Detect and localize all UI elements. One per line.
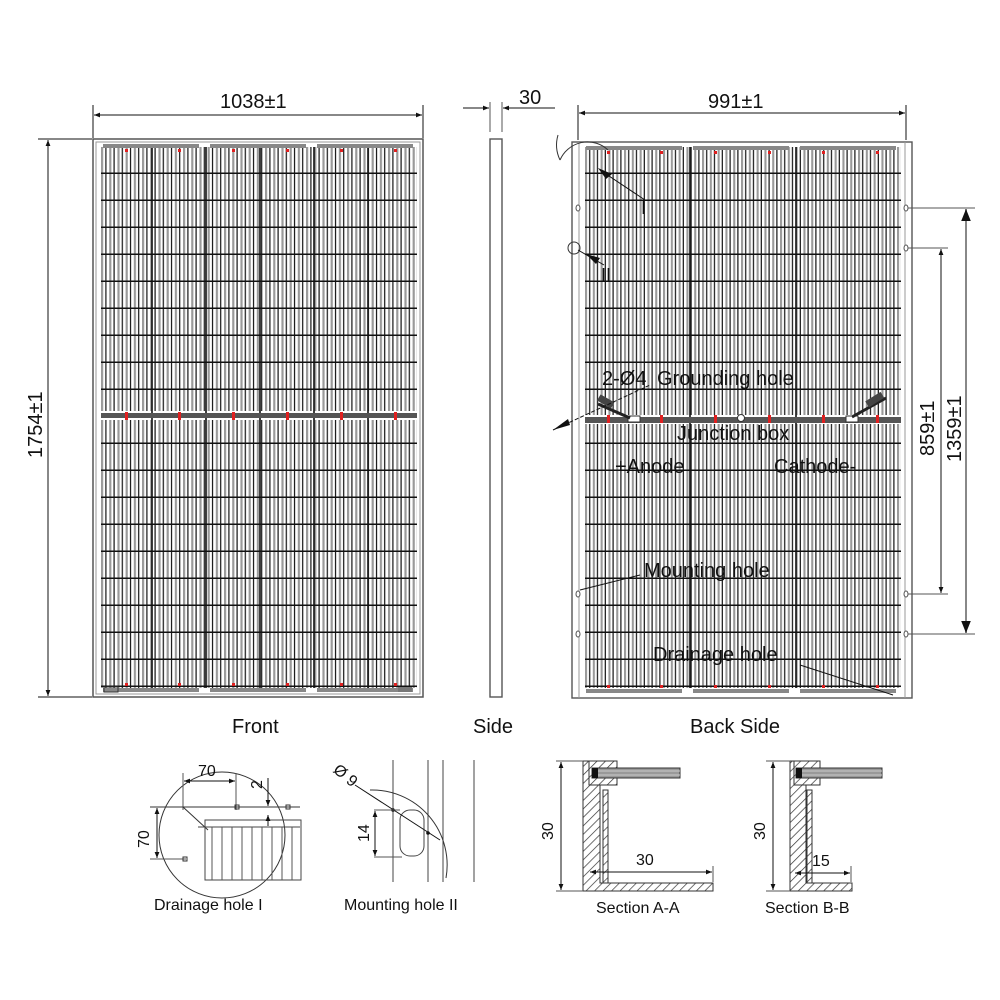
- back-width-dimension: 991±1: [708, 91, 764, 113]
- back-view: [552, 105, 975, 699]
- drainage-height-dim: 70: [136, 830, 153, 848]
- mounting-detail-label: Mounting hole II: [344, 897, 458, 914]
- side-view: [463, 102, 555, 698]
- drainage-detail-label: Drainage hole I: [154, 897, 263, 914]
- section-a-height-dim: 30: [540, 822, 557, 840]
- detail-mounting: [354, 760, 475, 882]
- side-thickness-dimension: 30: [519, 87, 542, 109]
- drainage-hole-label: Drainage hole: [653, 644, 778, 666]
- mounting-hole-label: Mounting hole: [644, 560, 770, 582]
- outer-mount-dimension: 1359±1: [944, 395, 966, 462]
- front-view: [38, 105, 424, 698]
- junction-box-label: Junction box: [677, 423, 790, 445]
- callout-I: I: [641, 198, 647, 218]
- drainage-gap-dim: 2: [249, 780, 266, 789]
- anode-label: +Anode: [615, 456, 685, 478]
- grounding-hole-qty: 2-Ø4: [602, 368, 647, 390]
- grounding-hole-label: Grounding hole: [657, 368, 794, 390]
- detail-drainage: [150, 771, 302, 899]
- section-b-width-dim: 15: [812, 853, 830, 870]
- front-view-label: Front: [232, 716, 279, 738]
- section-a-label: Section A-A: [596, 900, 680, 917]
- section-a-a: [556, 760, 714, 892]
- front-width-dimension: 1038±1: [220, 91, 287, 113]
- side-view-label: Side: [473, 716, 514, 738]
- drainage-width-dim: 70: [198, 763, 216, 780]
- section-b-height-dim: 30: [752, 822, 769, 840]
- section-b-b: [766, 760, 883, 892]
- cathode-label: Cathode-: [774, 456, 857, 478]
- back-view-label: Back Side: [690, 716, 781, 738]
- callout-II: II: [601, 265, 612, 285]
- inner-mount-dimension: 859±1: [917, 400, 939, 456]
- section-b-label: Section B-B: [765, 900, 850, 917]
- front-height-dimension: 1754±1: [25, 391, 47, 458]
- mounting-length-dim: 14: [356, 824, 373, 842]
- section-a-width-dim: 30: [636, 852, 654, 869]
